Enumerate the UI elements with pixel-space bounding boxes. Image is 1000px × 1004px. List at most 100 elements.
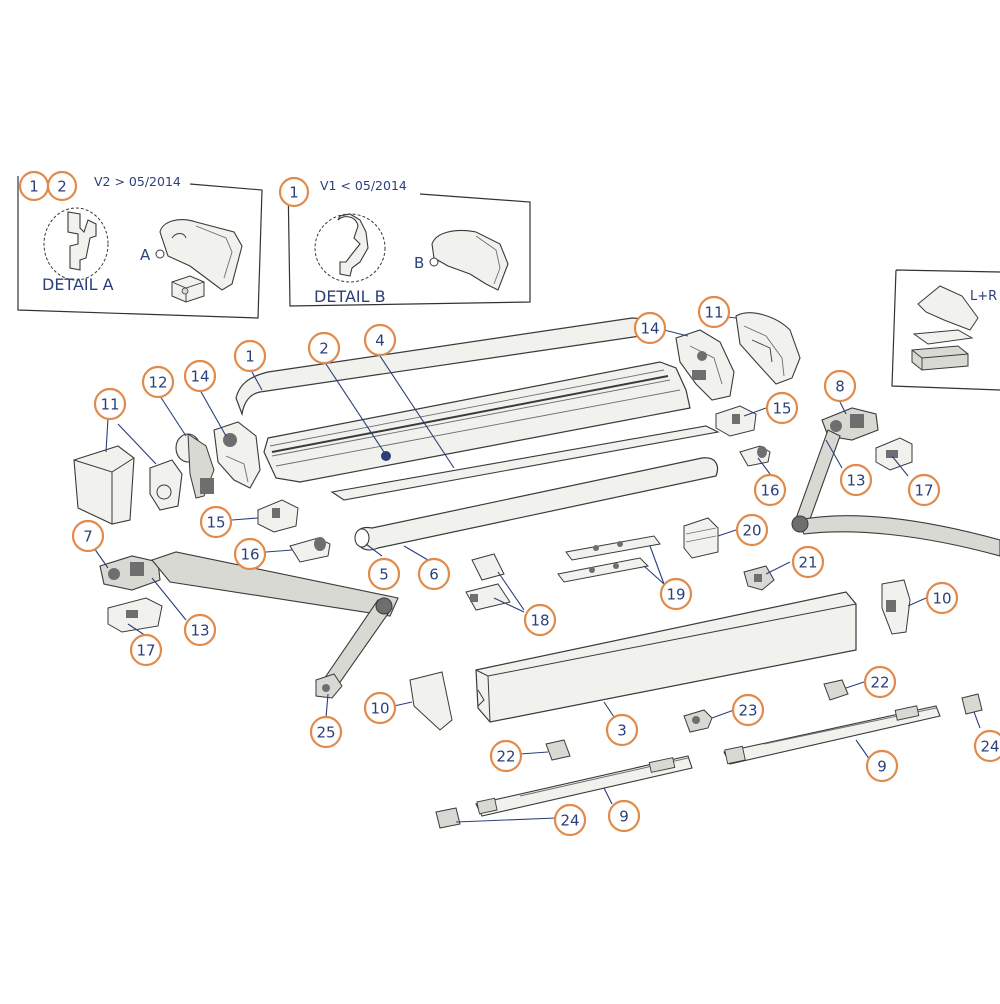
inset-side-frame: [891, 269, 1000, 391]
callout-c19: 19: [659, 577, 693, 611]
callout-number: 22: [870, 674, 889, 692]
part-14-right-drive: [675, 329, 735, 401]
side-block: [911, 345, 969, 371]
callout-number: 1: [245, 348, 255, 366]
callout-c9-r: 9: [865, 749, 899, 783]
callout-number: 15: [206, 514, 225, 532]
part-16-left-pin: [289, 537, 331, 563]
callout-ring: [839, 463, 873, 497]
inset-v2-callout-1: 1: [18, 170, 50, 202]
callout-c9-l: 9: [607, 799, 641, 833]
callout-c17-l: 17: [129, 633, 163, 667]
callout-ring: [753, 473, 787, 507]
side-bracket: [917, 285, 979, 331]
part-17-left-holder: [107, 597, 163, 633]
callout-c23: 23: [731, 693, 765, 727]
callout-number: 13: [190, 622, 209, 640]
callout-ring: [307, 331, 341, 365]
callout-ring: [553, 803, 587, 837]
callout-c7: 7: [71, 519, 105, 553]
callout-ring: [925, 581, 959, 615]
callout-ring: [973, 729, 1000, 763]
callout-ring: [823, 369, 857, 403]
inset-v2-frame: [17, 176, 263, 319]
callout-c14-r: 14: [633, 311, 667, 345]
detail-b-label: DETAIL B: [314, 287, 386, 306]
detail-a-label: DETAIL A: [42, 275, 114, 294]
callout-c15-r: 15: [765, 391, 799, 425]
part-24-right-foot: [961, 693, 983, 715]
callout-number: 24: [560, 812, 579, 830]
callout-c12: 12: [141, 365, 175, 399]
marker-b: B: [414, 254, 424, 272]
callout-ring: [199, 505, 233, 539]
callout-ring: [417, 557, 451, 591]
marker-a: A: [140, 246, 151, 264]
callout-ring: [865, 749, 899, 783]
callout-ring: [731, 693, 765, 727]
callout-c11-r: 11: [697, 295, 731, 329]
callout-c4: 4: [363, 323, 397, 357]
callout-number: 19: [666, 586, 685, 604]
part-2-marker-dot: [381, 451, 391, 461]
callout-number: 16: [760, 482, 779, 500]
inset-side: L+R: [891, 269, 1000, 391]
callout-number: 18: [530, 612, 549, 630]
callout-c20: 20: [735, 513, 769, 547]
part-22-right-clip: [823, 679, 849, 701]
callout-c10-r: 10: [925, 581, 959, 615]
callout-number: 9: [877, 758, 887, 776]
callout-number: 5: [379, 566, 389, 584]
callout-c24-l: 24: [553, 803, 587, 837]
callout-c15-l: 15: [199, 505, 233, 539]
callout-number: 12: [148, 374, 167, 392]
callout-ring: [607, 799, 641, 833]
inset-side-label: L+R: [970, 289, 997, 304]
callout-number: 22: [496, 748, 515, 766]
part-7-left-shoulder: [99, 555, 161, 591]
callout-ring: [489, 739, 523, 773]
callout-ring: [233, 339, 267, 373]
callout-number: 1: [289, 184, 299, 202]
part-4-strip: [330, 425, 720, 501]
right-arm-upper: [797, 515, 1000, 557]
callout-number: 15: [772, 400, 791, 418]
callout-number: 10: [932, 590, 951, 608]
part-6-lead-profile: [355, 457, 719, 551]
callout-number: 20: [742, 522, 761, 540]
part-11-left-cap: [73, 445, 183, 525]
callout-ring: [141, 365, 175, 399]
callout-c17-r: 17: [907, 473, 941, 507]
callout-c11-l: 11: [93, 387, 127, 421]
callout-number: 11: [704, 304, 723, 322]
part-19-rails: [557, 535, 661, 583]
callout-number: 4: [375, 332, 385, 350]
callout-number: 16: [240, 546, 259, 564]
part-16-right-pin: [739, 445, 771, 467]
part-17-right-holder: [875, 437, 913, 471]
part-22-left-clip: [545, 739, 571, 761]
callout-ring: [791, 545, 825, 579]
callout-c14-l: 14: [183, 359, 217, 393]
callout-number: 25: [316, 724, 335, 742]
callout-ring: [863, 665, 897, 699]
inset-v1-callout-1: 1: [278, 176, 310, 208]
callout-number: 17: [136, 642, 155, 660]
callout-number: 3: [617, 722, 627, 740]
side-spacer: [912, 329, 974, 345]
part-5-tube-end: [354, 528, 370, 548]
callout-c13-r: 13: [839, 463, 873, 497]
callout-number: 21: [798, 554, 817, 572]
callout-c25: 25: [309, 715, 343, 749]
part-9-right-strut: [723, 705, 941, 765]
callout-c1-top: 1: [233, 339, 267, 373]
callout-c22-l: 22: [489, 739, 523, 773]
callout-ring: [363, 691, 397, 725]
callout-c6: 6: [417, 557, 451, 591]
callout-c24-r: 24: [973, 729, 1000, 763]
callout-c18: 18: [523, 603, 557, 637]
part-21-block: [743, 565, 775, 591]
